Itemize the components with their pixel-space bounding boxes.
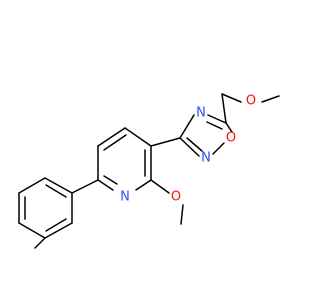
bond-pyridine-c6-n <box>97 179 114 191</box>
bond-c3-to-bottom-n <box>179 137 200 157</box>
bond-tolyl-c3-c4 <box>18 222 46 239</box>
pyridine-nitrogen-label: N <box>120 190 130 205</box>
bond-methyl-to-ether-o <box>261 95 280 103</box>
molecule-structure: O N O N O N <box>0 0 300 300</box>
bond-pyridine-c6-n-double <box>103 175 118 185</box>
bond-pyridine-n-c2 <box>135 179 152 191</box>
bond-tolyl-c6-c1 <box>44 177 73 194</box>
methoxy-oxygen-label: O <box>171 190 181 205</box>
bond-pyridine-c3-c4 <box>124 127 152 147</box>
bond-pyridine-to-tolyl <box>71 179 99 194</box>
bond-ring-o-to-c5 <box>225 122 233 133</box>
bond-tolyl-c5-c6 <box>18 177 46 194</box>
bond-methylene-to-c5 <box>221 93 227 124</box>
bond-ether-o-to-methylene <box>221 93 242 103</box>
oxadiazole-bottom-nitrogen-label: N <box>201 151 211 166</box>
bond-c5-to-top-n <box>207 114 227 124</box>
bond-tolyl-c2-c3-double <box>45 218 67 232</box>
bond-pyridine-c4-c5 <box>97 127 126 147</box>
oxadiazole-oxygen-label: O <box>226 131 236 146</box>
bond-pyridine-c2-to-methoxy-o <box>150 179 170 194</box>
bond-methoxy-o-to-methyl <box>180 204 184 225</box>
canvas-background <box>0 0 300 300</box>
bond-c5-to-top-n-double <box>206 121 223 130</box>
bond-bottom-n-to-ring-o <box>212 142 225 155</box>
oxadiazole-top-nitrogen-label: N <box>196 106 206 121</box>
bond-c3-to-bottom-n-double <box>186 137 203 152</box>
bond-tolyl-to-methyl <box>34 237 46 249</box>
bond-top-n-to-c3 <box>179 114 195 139</box>
bond-tolyl-c2-c3 <box>44 222 73 239</box>
bond-oxadiazole-to-pyridine <box>150 137 181 147</box>
bond-pyridine-c4-c5-double <box>103 134 127 151</box>
atom-label-layer: O N O N O N <box>120 94 256 205</box>
bond-tolyl-c6-c1-double <box>45 184 67 198</box>
bond-layer <box>18 93 280 249</box>
ether-oxygen-label: O <box>246 94 256 109</box>
